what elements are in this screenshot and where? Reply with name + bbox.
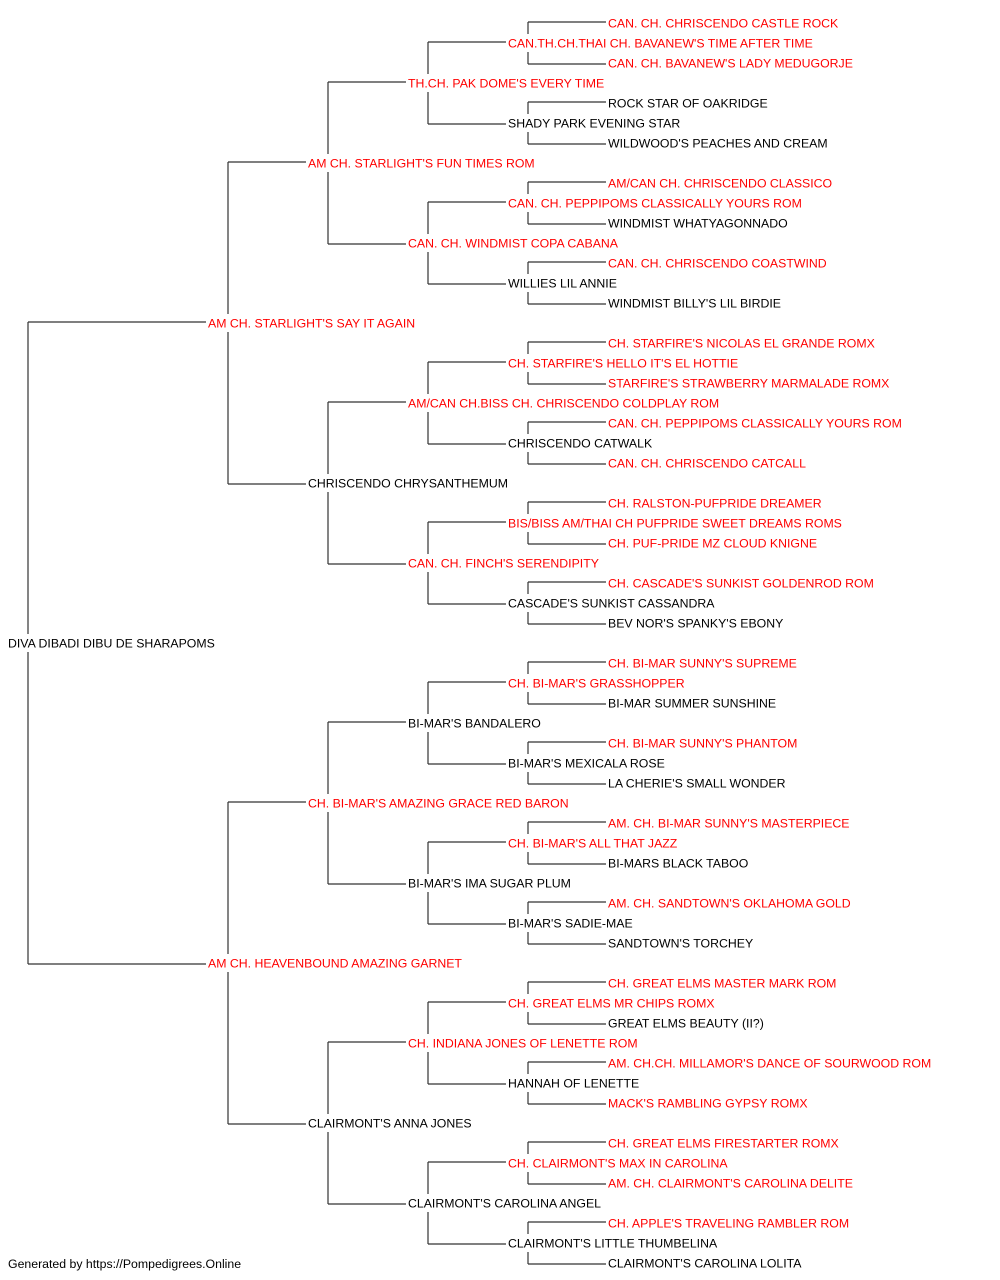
dog-name[interactable]: ROCK STAR OF OAKRIDGE	[608, 97, 768, 111]
dog-name[interactable]: CAN. CH. CHRISCENDO CATCALL	[608, 457, 806, 471]
dog-name[interactable]: CAN. CH. BAVANEW'S LADY MEDUGORJE	[608, 57, 853, 71]
dog-name[interactable]: STARFIRE'S STRAWBERRY MARMALADE ROMX	[608, 377, 889, 391]
dog-name[interactable]: WILLIES LIL ANNIE	[508, 277, 617, 291]
dog-name[interactable]: MACK'S RAMBLING GYPSY ROMX	[608, 1097, 808, 1111]
dog-name[interactable]: AM/CAN CH. CHRISCENDO CLASSICO	[608, 177, 832, 191]
dog-name[interactable]: BI-MAR SUMMER SUNSHINE	[608, 697, 776, 711]
dog-name[interactable]: CH. BI-MAR'S AMAZING GRACE RED BARON	[308, 797, 569, 811]
dog-name[interactable]: WINDMIST WHATYAGONNADO	[608, 217, 788, 231]
dog-name[interactable]: AM/CAN CH.BISS CH. CHRISCENDO COLDPLAY R…	[408, 397, 719, 411]
dog-labels: DIVA DIBADI DIBU DE SHARAPOMS AM CH. STAR…	[8, 17, 931, 1271]
dog-name[interactable]: SHADY PARK EVENING STAR	[508, 117, 680, 131]
dog-name[interactable]: BI-MAR'S BANDALERO	[408, 717, 541, 731]
dog-name[interactable]: CAN. CH. WINDMIST COPA CABANA	[408, 237, 619, 251]
dog-name[interactable]: DIVA DIBADI DIBU DE SHARAPOMS	[8, 637, 215, 651]
footer-credit: Generated by https://Pompedigrees.Online	[8, 1257, 242, 1271]
dog-name[interactable]: WILDWOOD'S PEACHES AND CREAM	[608, 137, 828, 151]
dog-name[interactable]: CAN. CH. FINCH'S SERENDIPITY	[408, 557, 599, 571]
dog-name[interactable]: CH. GREAT ELMS FIRESTARTER ROMX	[608, 1137, 839, 1151]
dog-name[interactable]: CLAIRMONT'S ANNA JONES	[308, 1117, 472, 1131]
dog-name[interactable]: CH. RALSTON-PUFPRIDE DREAMER	[608, 497, 822, 511]
dog-name[interactable]: CH. GREAT ELMS MR CHIPS ROMX	[508, 997, 715, 1011]
dog-name[interactable]: CH. PUF-PRIDE MZ CLOUD KNIGNE	[608, 537, 817, 551]
dog-name[interactable]: CH. BI-MAR SUNNY'S SUPREME	[608, 657, 797, 671]
dog-name[interactable]: BI-MARS BLACK TABOO	[608, 857, 748, 871]
dog-name[interactable]: CH. GREAT ELMS MASTER MARK ROM	[608, 977, 836, 991]
dog-name[interactable]: LA CHERIE'S SMALL WONDER	[608, 777, 786, 791]
dog-name[interactable]: AM. CH. BI-MAR SUNNY'S MASTERPIECE	[608, 817, 849, 831]
dog-name[interactable]: CAN. CH. CHRISCENDO COASTWIND	[608, 257, 827, 271]
dog-name[interactable]: CH. STARFIRE'S HELLO IT'S EL HOTTIE	[508, 357, 738, 371]
dog-name[interactable]: HANNAH OF LENETTE	[508, 1077, 639, 1091]
dog-name[interactable]: CH. BI-MAR'S ALL THAT JAZZ	[508, 837, 678, 851]
dog-name[interactable]: GREAT ELMS BEAUTY (II?)	[608, 1017, 764, 1031]
dog-name[interactable]: CASCADE'S SUNKIST CASSANDRA	[508, 597, 715, 611]
dog-name[interactable]: CH. BI-MAR SUNNY'S PHANTOM	[608, 737, 797, 751]
dog-name[interactable]: BI-MAR'S IMA SUGAR PLUM	[408, 877, 571, 891]
dog-name[interactable]: CH. APPLE'S TRAVELING RAMBLER ROM	[608, 1217, 849, 1231]
dog-name[interactable]: AM. CH. SANDTOWN'S OKLAHOMA GOLD	[608, 897, 851, 911]
dog-name[interactable]: CH. CASCADE'S SUNKIST GOLDENROD ROM	[608, 577, 874, 591]
dog-name[interactable]: CLAIRMONT'S CAROLINA LOLITA	[608, 1257, 802, 1271]
dog-name[interactable]: CH. BI-MAR'S GRASSHOPPER	[508, 677, 685, 691]
dog-name[interactable]: AM CH. HEAVENBOUND AMAZING GARNET	[208, 957, 462, 971]
connector-lines	[27, 21, 606, 1265]
dog-name[interactable]: CAN. CH. PEPPIPOMS CLASSICALLY YOURS ROM	[508, 197, 802, 211]
dog-name[interactable]: CAN. CH. CHRISCENDO CASTLE ROCK	[608, 17, 839, 31]
dog-name[interactable]: CAN. CH. PEPPIPOMS CLASSICALLY YOURS ROM	[608, 417, 902, 431]
dog-name[interactable]: TH.CH. PAK DOME'S EVERY TIME	[408, 77, 604, 91]
dog-name[interactable]: CH. CLAIRMONT'S MAX IN CAROLINA	[508, 1157, 728, 1171]
dog-name[interactable]: AM CH. STARLIGHT'S FUN TIMES ROM	[308, 157, 535, 171]
dog-name[interactable]: BIS/BISS AM/THAI CH PUFPRIDE SWEET DREAM…	[508, 517, 842, 531]
dog-name[interactable]: CLAIRMONT'S LITTLE THUMBELINA	[508, 1237, 718, 1251]
dog-name[interactable]: CLAIRMONT'S CAROLINA ANGEL	[408, 1197, 601, 1211]
dog-name[interactable]: CHRISCENDO CHRYSANTHEMUM	[308, 477, 508, 491]
dog-name[interactable]: CH. INDIANA JONES OF LENETTE ROM	[408, 1037, 638, 1051]
dog-name[interactable]: BI-MAR'S MEXICALA ROSE	[508, 757, 665, 771]
dog-name[interactable]: AM CH. STARLIGHT'S SAY IT AGAIN	[208, 317, 415, 331]
dog-name[interactable]: BI-MAR'S SADIE-MAE	[508, 917, 633, 931]
dog-name[interactable]: CAN.TH.CH.THAI CH. BAVANEW'S TIME AFTER …	[508, 37, 813, 51]
dog-name[interactable]: AM. CH.CH. MILLAMOR'S DANCE OF SOURWOOD …	[608, 1057, 931, 1071]
dog-name[interactable]: WINDMIST BILLY'S LIL BIRDIE	[608, 297, 781, 311]
dog-name[interactable]: BEV NOR'S SPANKY'S EBONY	[608, 617, 783, 631]
dog-name[interactable]: CH. STARFIRE'S NICOLAS EL GRANDE ROMX	[608, 337, 875, 351]
dog-name[interactable]: AM. CH. CLAIRMONT'S CAROLINA DELITE	[608, 1177, 853, 1191]
dog-name[interactable]: SANDTOWN'S TORCHEY	[608, 937, 753, 951]
dog-name[interactable]: CHRISCENDO CATWALK	[508, 437, 653, 451]
